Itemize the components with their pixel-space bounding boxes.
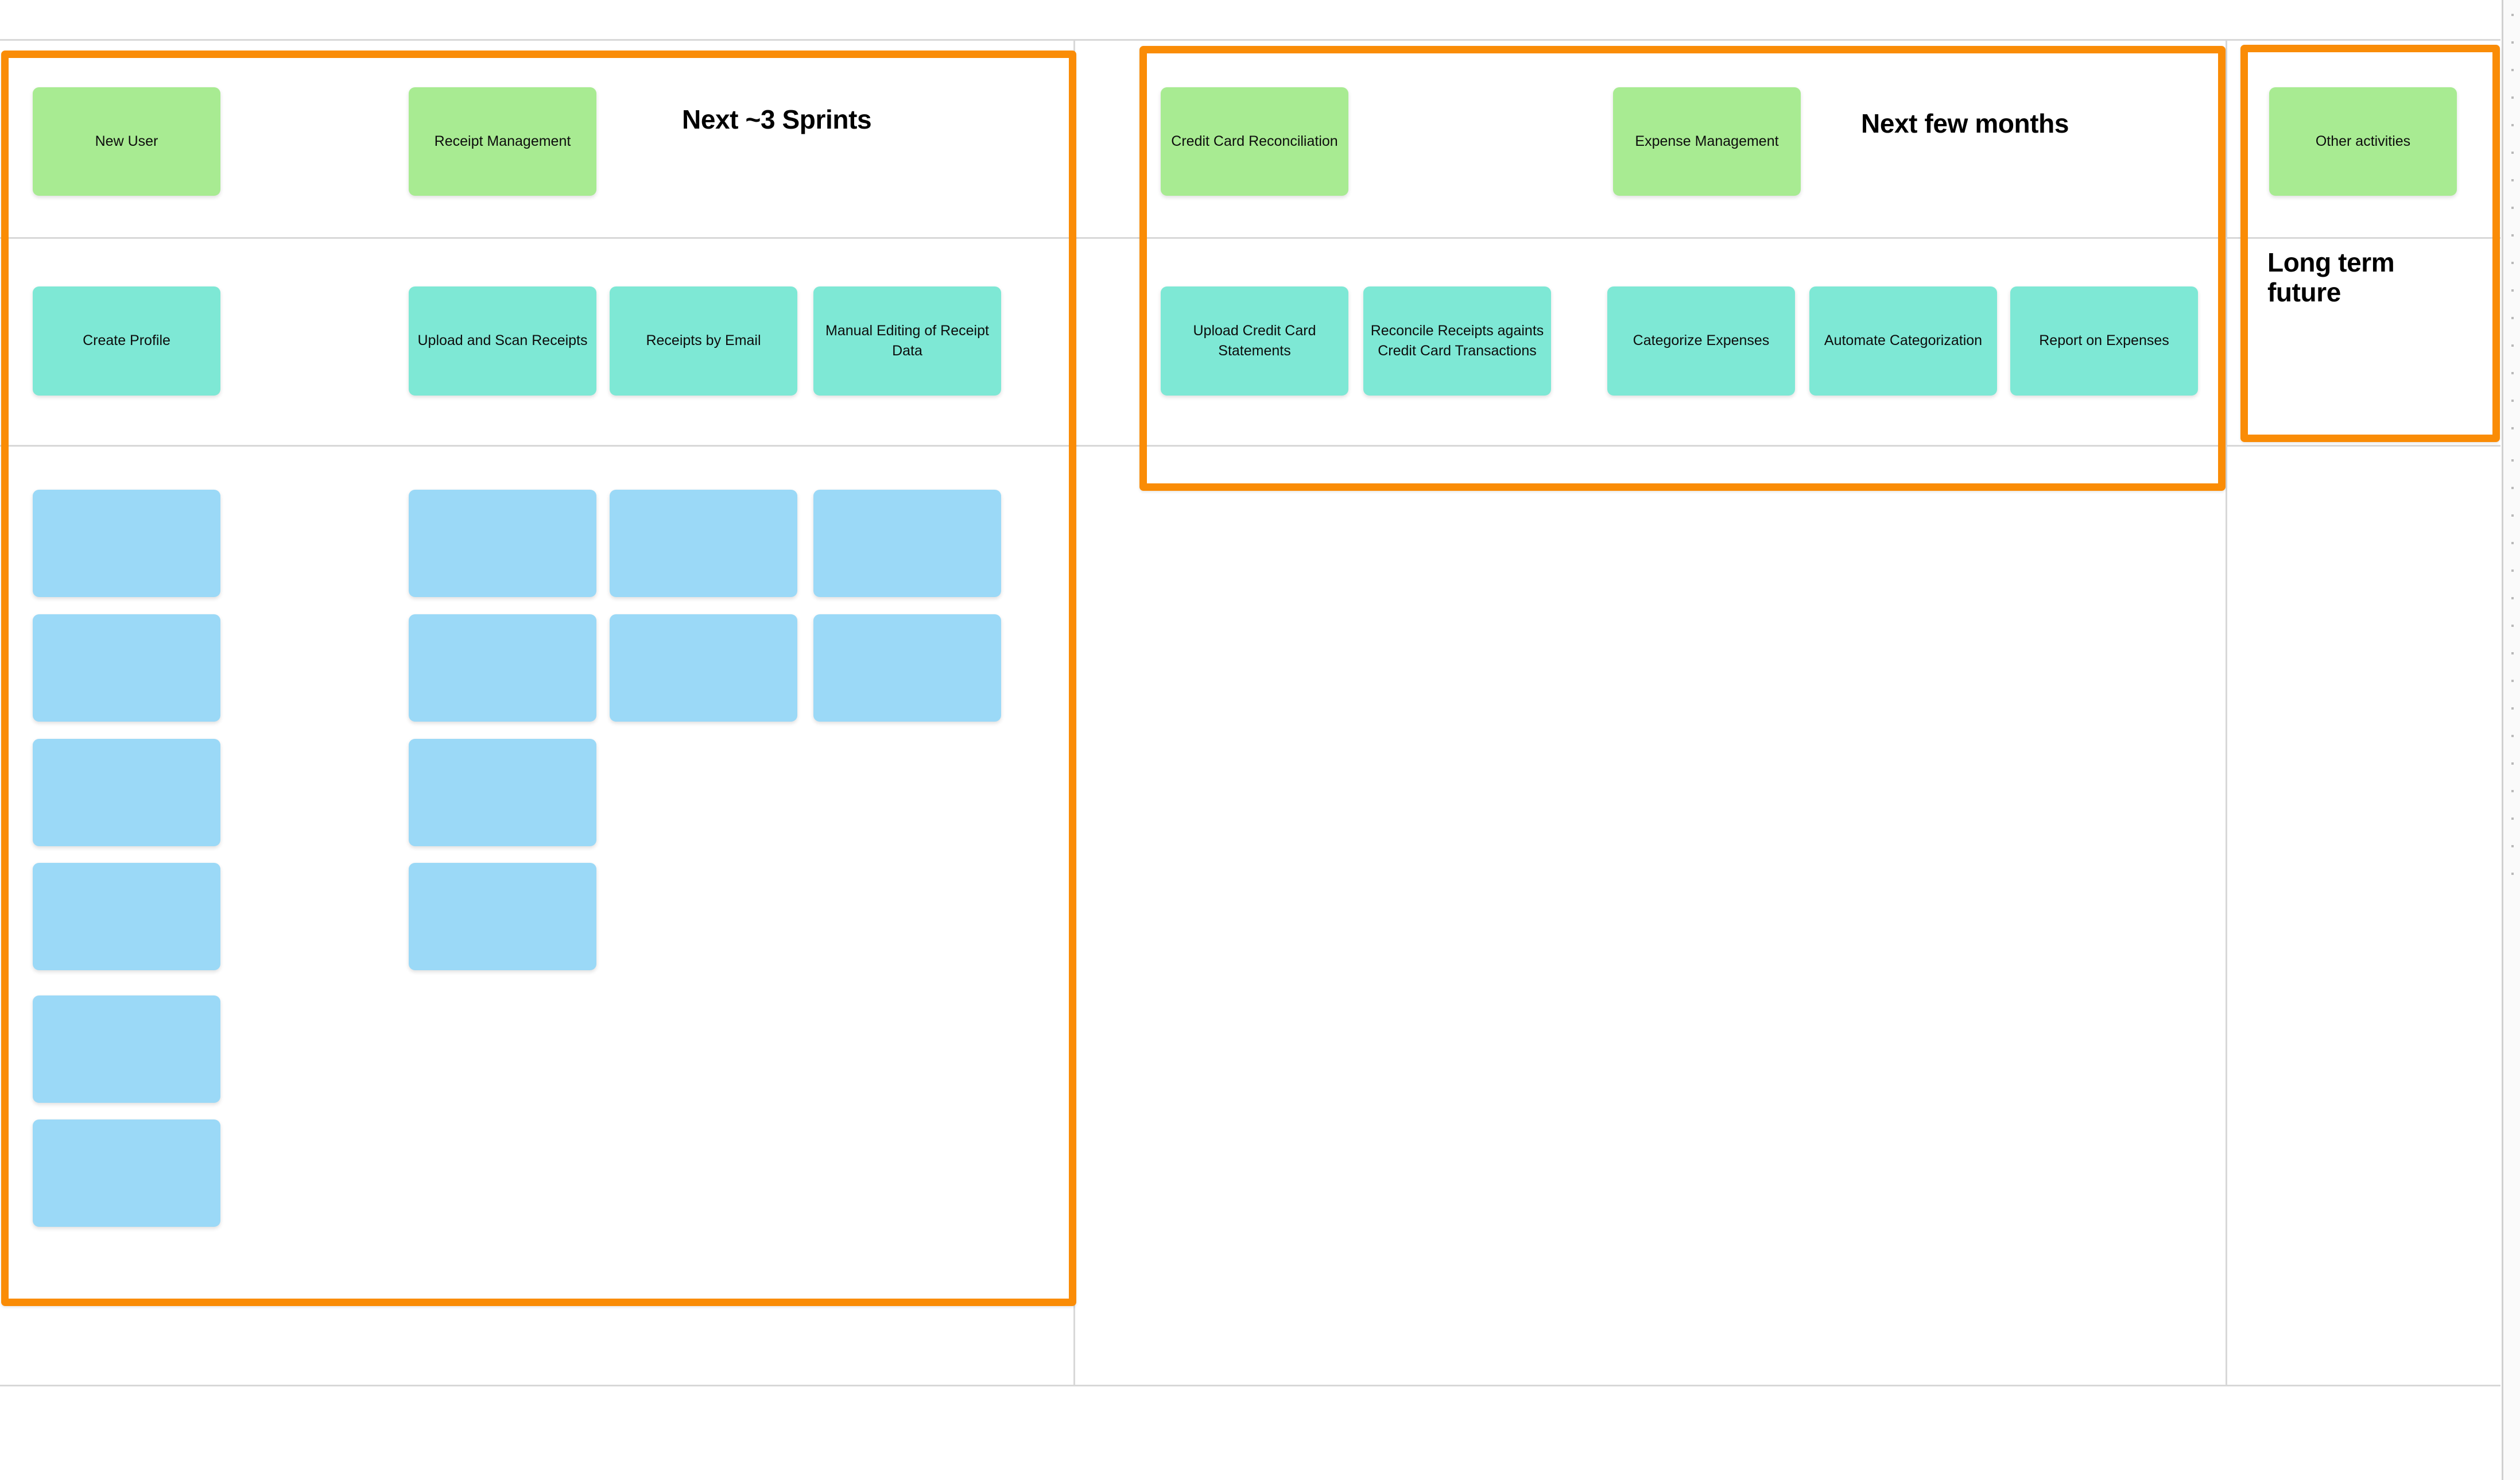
grid-column-line-2 [2226,39,2227,1385]
rail-dot [2511,372,2514,374]
rail-dot [2511,14,2514,16]
rail-dot [2511,487,2514,489]
activity-card-label: New User [95,133,158,149]
rail-dot [2511,873,2514,875]
story-card-reconcile-receipts-against-credit-card-transactions[interactable]: Reconcile Receipts againts Credit Card T… [1363,286,1551,396]
release-title-long-term-future: Long term future [2267,247,2395,307]
rail-dot [2511,707,2514,710]
task-card[interactable] [409,739,596,846]
rail-dot [2511,234,2514,237]
task-card[interactable] [33,1119,220,1227]
rail-dot [2511,542,2514,544]
canvas-right-rail[interactable] [2502,0,2520,1480]
story-card-label: Report on Expenses [2039,332,2169,349]
story-card-report-on-expenses[interactable]: Report on Expenses [2010,286,2198,396]
activity-card-label: Credit Card Reconciliation [1171,133,1338,149]
activity-card-credit-card-reconciliation[interactable]: Credit Card Reconciliation [1161,87,1348,196]
rail-dot [2511,152,2514,154]
rail-dot [2511,625,2514,627]
task-card[interactable] [33,490,220,597]
rail-dot [2511,41,2514,44]
rail-dot [2511,344,2514,347]
activity-card-other-activities[interactable]: Other activities [2269,87,2457,196]
story-card-label: Categorize Expenses [1633,332,1770,349]
story-card-receipts-by-email[interactable]: Receipts by Email [610,286,797,396]
task-card[interactable] [610,614,797,722]
task-card[interactable] [33,863,220,970]
release-group-next-3-sprints[interactable] [1,51,1076,1306]
rail-dot [2511,514,2514,517]
rail-dot [2511,124,2514,126]
rail-dot [2511,179,2514,181]
story-card-label: Reconcile Receipts againts Credit Card T… [1370,322,1544,359]
grid-row-line-top [0,39,2500,41]
task-card[interactable] [813,490,1001,597]
activity-card-label: Receipt Management [434,133,571,149]
rail-dot [2511,818,2514,820]
task-card[interactable] [610,490,797,597]
story-card-create-profile[interactable]: Create Profile [33,286,220,396]
activity-card-label: Expense Management [1635,133,1779,149]
story-card-label: Upload Credit Card Statements [1193,322,1316,359]
rail-dot [2511,400,2514,402]
story-card-label: Manual Editing of Receipt Data [825,322,989,359]
story-card-manual-editing-of-receipt-data[interactable]: Manual Editing of Receipt Data [813,286,1001,396]
story-card-upload-and-scan-receipts[interactable]: Upload and Scan Receipts [409,286,596,396]
release-group-long-term-future[interactable] [2240,45,2500,442]
grid-row-line-2 [0,445,2500,447]
rail-dot [2511,735,2514,737]
rail-dot [2511,69,2514,71]
grid-row-line-3 [0,1385,2500,1386]
story-card-upload-credit-card-statements[interactable]: Upload Credit Card Statements [1161,286,1348,396]
release-group-next-few-months[interactable] [1139,46,2226,491]
task-card[interactable] [409,863,596,970]
rail-dot [2511,262,2514,264]
task-card[interactable] [33,739,220,846]
rail-dot [2511,427,2514,429]
activity-card-label: Other activities [2315,133,2411,149]
story-card-categorize-expenses[interactable]: Categorize Expenses [1607,286,1795,396]
rail-dot [2511,652,2514,654]
rail-dot [2511,317,2514,319]
rail-dot [2511,569,2514,572]
rail-dot [2511,459,2514,462]
grid-row-line-1 [0,237,2500,239]
task-card[interactable] [813,614,1001,722]
activity-card-new-user[interactable]: New User [33,87,220,196]
rail-dot [2511,289,2514,292]
task-card[interactable] [33,614,220,722]
task-card[interactable] [409,490,596,597]
story-card-automate-categorization[interactable]: Automate Categorization [1809,286,1997,396]
story-card-label: Upload and Scan Receipts [417,332,588,349]
release-title-next-few-months: Next few months [1861,109,2069,138]
rail-dot [2511,680,2514,682]
release-title-next-3-sprints: Next ~3 Sprints [682,104,872,134]
activity-card-receipt-management[interactable]: Receipt Management [409,87,596,196]
rail-dot [2511,96,2514,99]
rail-dot [2511,790,2514,792]
rail-dot [2511,845,2514,847]
rail-dot [2511,762,2514,765]
rail-dot [2511,207,2514,209]
rail-dot [2511,597,2514,599]
story-card-label: Create Profile [83,332,170,349]
activity-card-expense-management[interactable]: Expense Management [1613,87,1801,196]
story-card-label: Automate Categorization [1824,332,1983,349]
task-card[interactable] [409,614,596,722]
task-card[interactable] [33,995,220,1103]
story-card-label: Receipts by Email [646,332,761,349]
